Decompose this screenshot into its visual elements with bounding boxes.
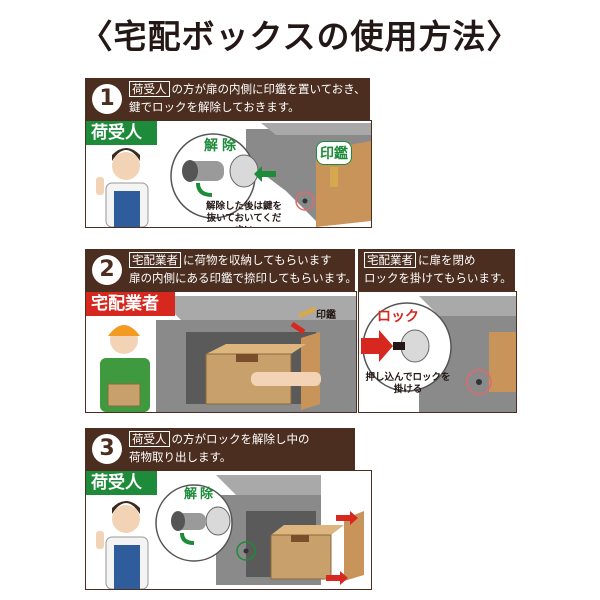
step2-right-line2: ロックを掛けてもらいます。 [364, 271, 512, 285]
person-apron [114, 191, 140, 227]
parcel-tape [236, 354, 258, 362]
pull-arrow-icon-bottom [326, 571, 348, 585]
step2-lock-label: ロック [377, 309, 419, 325]
person-hair [112, 501, 140, 514]
box-top [216, 475, 321, 495]
step2-right-header: 宅配業者に扉を閉め ロックを掛けてもらいます。 [358, 249, 515, 291]
step3-tag: 荷受人 [129, 431, 170, 447]
person-head [112, 152, 140, 180]
step1-note-line2: 抜いておいてください [206, 213, 282, 227]
step1-unlock-label: 解除 [204, 138, 240, 154]
box-top [261, 123, 371, 135]
step1-stamp-label: 印鑑 [316, 141, 352, 165]
step2-role-badge: 宅配業者 [86, 292, 175, 316]
step1-line2: 鍵でロックを解除しておきます。 [129, 100, 300, 114]
box-top [419, 296, 516, 316]
step2-lock-note-line1: 押し込んでロックを [365, 372, 451, 383]
step3-line1: の方がロックを解除し中の [171, 432, 310, 446]
key-head [171, 511, 185, 531]
step1-line1: の方が扉の内側に印鑑を置いておき、 [171, 82, 366, 96]
lock-highlight [236, 541, 256, 561]
rotate-arrow-icon [180, 532, 195, 545]
step2-left-panel: 宅配業者 印鑑 [85, 291, 357, 413]
person-hair [112, 148, 140, 161]
step2-stamp-label: 印鑑 [316, 310, 336, 321]
lock-cylinder [400, 329, 430, 363]
rotate-arrow-icon [196, 182, 213, 197]
step2-lock-note: 押し込んでロックを 掛ける [363, 372, 453, 396]
step1-role-badge: 荷受人 [86, 121, 157, 145]
step1-number: 1 [92, 84, 122, 114]
step3-header: 荷受人の方がロックを解除し中の 荷物取り出します。 [85, 428, 355, 470]
step1-panel: 荷受人 解除 印鑑 解除した後は鍵を 抜いておいてください [85, 120, 372, 228]
lock-highlight [466, 369, 492, 395]
push-arrow-icon [361, 330, 393, 362]
lock-hole-icon [302, 198, 308, 204]
parcel-top [271, 525, 344, 535]
key-head [182, 160, 198, 182]
box-door [489, 332, 516, 392]
green-arrow-icon [254, 166, 276, 182]
person-finger [96, 531, 104, 549]
step2-right-illustration [361, 296, 516, 412]
person-finger [96, 177, 104, 195]
step1-header: 荷受人の方が扉の内側に印鑑を置いておき、 鍵でロックを解除しておきます。 [85, 78, 370, 120]
step2-right-line1: に扉を閉め [418, 253, 476, 267]
step2-right-panel: ロック 押し込んでロックを 掛ける [358, 291, 517, 413]
lock-hole-icon [476, 379, 482, 385]
step2-header: 宅配業者に荷物を収納してもらいます 扉の内側にある印鑑で捺印してもらいます。 [85, 249, 357, 291]
stamp-icon [297, 306, 317, 319]
lock-cylinder [229, 154, 259, 188]
step3-line2: 荷物取り出します。 [129, 450, 232, 464]
step2-right-tag: 宅配業者 [364, 252, 416, 268]
lock-key-slot [393, 342, 405, 350]
courier-parcel [107, 383, 141, 407]
step3-role-badge: 荷受人 [86, 471, 157, 495]
lock-hole-icon [243, 548, 249, 554]
red-arrow-icon [290, 321, 306, 335]
parcel-icon [270, 534, 332, 580]
person-apron [114, 545, 140, 589]
step1-note-line1: 解除した後は鍵を [205, 201, 282, 212]
parcel-tape [291, 535, 309, 542]
step2-number: 2 [92, 255, 122, 285]
step3-unlock-label: 解除 [184, 487, 217, 502]
step3-illustration [96, 475, 364, 589]
box-door [344, 511, 364, 581]
step3-number: 3 [92, 434, 122, 464]
step2-left-illustration [100, 296, 356, 412]
courier-cap [108, 325, 140, 336]
step2-lock-note-line2: 掛ける [393, 384, 423, 395]
step2-line1: に荷物を収納してもらいます [183, 253, 332, 267]
step3-panel: 荷受人 解除 [85, 470, 372, 590]
step1-note: 解除した後は鍵を 抜いておいてください [204, 201, 284, 227]
lock-cylinder [205, 506, 231, 536]
pull-arrow-icon-top [336, 511, 358, 525]
step2-tag: 宅配業者 [129, 252, 181, 268]
person-head [112, 505, 140, 533]
page-title: 〈宅配ボックスの使用方法〉 [79, 17, 521, 56]
box-door [301, 332, 320, 410]
step2-line2: 扉の内側にある印鑑で捺印してもらいます。 [129, 271, 357, 285]
parcel-top [206, 344, 306, 354]
lock-highlight [295, 191, 315, 211]
stamp-icon [330, 167, 338, 187]
step1-tag: 荷受人 [129, 81, 170, 97]
courier-arm [251, 372, 321, 386]
